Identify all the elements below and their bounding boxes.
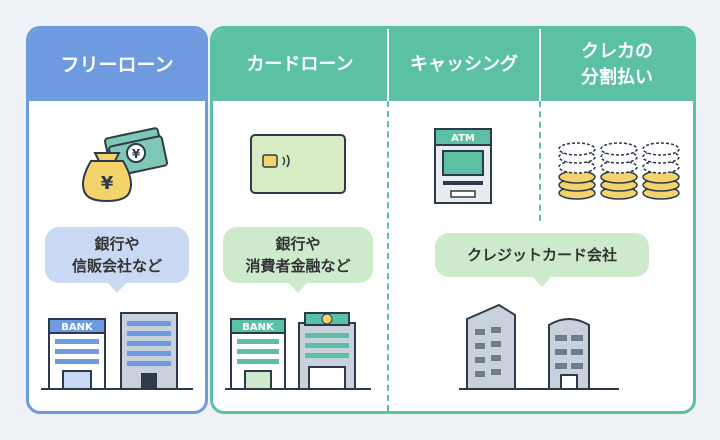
free-loan-title: フリーローン [29, 29, 205, 101]
office-building-icon [459, 303, 619, 390]
header-divider-2 [539, 29, 541, 101]
bank-sign: BANK [61, 322, 94, 333]
body-divider-2 [539, 101, 541, 221]
yen-sign-bills: ¥ [132, 147, 141, 161]
body-divider-1 [387, 101, 389, 411]
money-bag-icon: ¥ ¥ [82, 127, 168, 203]
yen-sign-bag: ¥ [101, 173, 114, 194]
ic-card-icon [250, 134, 346, 194]
card-loan-title: カードローン [246, 54, 354, 75]
green-panel: カードローン キャッシング クレカの 分割払い ATM [210, 26, 696, 414]
green-header-bar [213, 29, 693, 101]
free-loan-panel: フリーローン ¥ ¥ 銀行や 信販会社など BANK [26, 26, 208, 414]
free-loan-provider-bubble: 銀行や 信販会社など [45, 227, 189, 293]
coin-stacks-icon [558, 142, 680, 200]
credit-installment-title: クレカの 分割払い [581, 41, 653, 88]
atm-sign: ATM [451, 133, 475, 144]
header-divider-1 [387, 29, 389, 101]
cashing-title: キャッシング [410, 54, 518, 75]
atm-icon: ATM [434, 128, 492, 204]
bank-building-icon: BANK [225, 312, 371, 390]
bank-building-icon: BANK [41, 312, 193, 390]
card-loan-provider-bubble: 銀行や 消費者金融など [223, 227, 373, 293]
credit-card-company-bubble: クレジットカード会社 [435, 233, 649, 287]
bank-sign-2: BANK [242, 322, 275, 333]
